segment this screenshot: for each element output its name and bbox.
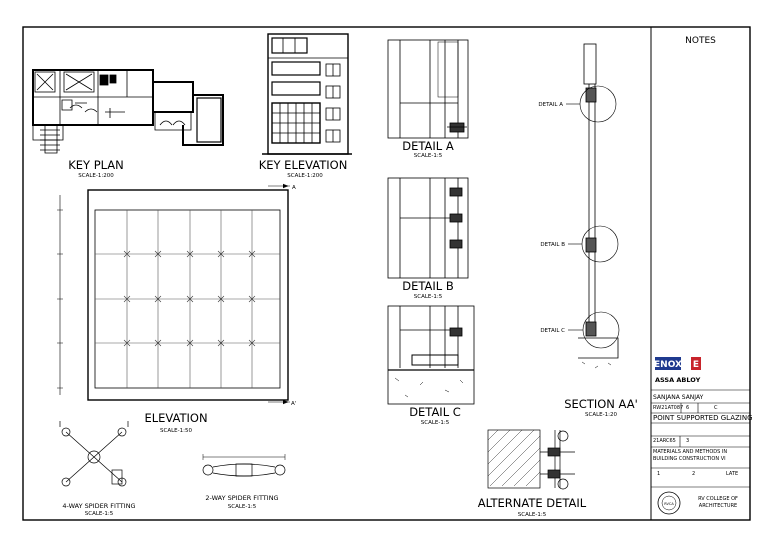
college-name-line-1: RV COLLEGE OF	[698, 496, 738, 502]
college-seal-icon	[657, 491, 681, 515]
marks-col-1: 1	[657, 471, 661, 477]
sheet-title: POINT SUPPORTED GLAZING	[653, 414, 753, 422]
enox-logo-mark: E	[693, 360, 699, 370]
enox-logo-box	[655, 357, 681, 370]
section-marker-a: A	[292, 185, 296, 191]
alternate-detail-scale: SCALE-1:5	[518, 512, 547, 518]
spider-2way-scale: SCALE-1:5	[228, 504, 257, 510]
section: C	[714, 405, 718, 411]
elevation-spider-marks	[123, 250, 256, 347]
course-code: 21ARC65	[653, 438, 676, 444]
spider-4way-title: 4-WAY SPIDER FITTING	[62, 502, 135, 510]
detail-b-scale: SCALE-1:5	[414, 294, 443, 300]
key-elevation-title: KEY ELEVATION	[259, 158, 348, 172]
enox-logo-text: ENOX	[654, 360, 682, 370]
marks-col-late: LATE	[726, 471, 739, 477]
detail-b-title: DETAIL B	[402, 279, 454, 293]
section-callout-b: DETAIL B	[540, 242, 565, 248]
student-usn: RW21AT087	[653, 405, 684, 411]
sheet-number: 3	[686, 438, 690, 444]
college-seal-text: RVCA	[664, 502, 674, 506]
detail-c-title: DETAIL C	[409, 405, 461, 419]
spider-4way-scale: SCALE-1:5	[85, 511, 114, 517]
student-name: SANJANA SANJAY	[653, 394, 704, 401]
alternate-detail-title: ALTERNATE DETAIL	[478, 496, 587, 510]
section-marker-a-prime: A'	[291, 401, 296, 407]
semester: 6	[686, 405, 690, 411]
assa-abloy-logo: ASSA ABLOY	[655, 376, 701, 384]
college-name-line-2: ARCHITECTURE	[698, 503, 738, 509]
key-plan-title: KEY PLAN	[68, 158, 124, 172]
spider-4way-drawing	[59, 421, 129, 487]
section-aa-title: SECTION AA'	[564, 397, 638, 411]
detail-b-drawing	[387, 177, 469, 279]
section-callout-a: DETAIL A	[538, 102, 563, 108]
elevation-scale: SCALE-1:50	[160, 428, 192, 434]
detail-a-title: DETAIL A	[402, 139, 454, 153]
elevation-drawing	[57, 183, 290, 405]
section-callout-c: DETAIL C	[540, 328, 565, 334]
notes-heading: NOTES	[685, 36, 716, 46]
detail-a-drawing	[387, 39, 469, 139]
elevation-title: ELEVATION	[144, 411, 207, 425]
title-block-lines	[651, 389, 750, 488]
key-elevation-scale: SCALE-1:200	[287, 173, 323, 179]
key-plan-scale: SCALE-1:200	[78, 173, 114, 179]
subject-line-2: BUILDING CONSTRUCTION VI	[653, 456, 726, 462]
spider-2way-title: 2-WAY SPIDER FITTING	[205, 494, 278, 502]
detail-c-scale: SCALE-1:5	[421, 420, 450, 426]
alternate-detail-drawing	[487, 429, 575, 490]
section-aa-drawing	[566, 43, 620, 369]
sheet-border	[22, 26, 751, 521]
detail-c-drawing	[387, 305, 475, 405]
subject-line-1: MATERIALS AND METHODS IN	[653, 449, 728, 455]
detail-a-scale: SCALE-1:5	[414, 153, 443, 159]
enox-logo-mark-box	[691, 357, 701, 370]
section-aa-scale: SCALE-1:20	[585, 412, 617, 418]
key-elevation-drawing	[262, 33, 352, 155]
marks-col-2: 2	[692, 471, 696, 477]
spider-2way-drawing	[202, 454, 286, 477]
key-plan-drawing	[32, 69, 224, 154]
